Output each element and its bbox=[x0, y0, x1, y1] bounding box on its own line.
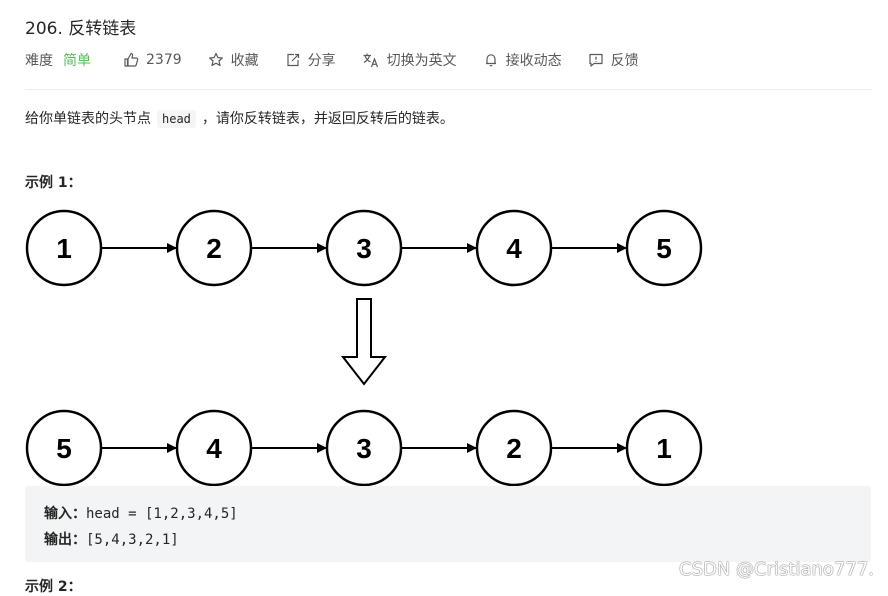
translate-icon bbox=[363, 53, 378, 68]
share-label: 分享 bbox=[307, 53, 336, 69]
bell-icon bbox=[485, 54, 496, 67]
problem-meta-bar: 难度 简单 2379 收藏 分享 切换为英文 接收动态 bbox=[25, 48, 665, 72]
divider bbox=[25, 89, 872, 90]
input-node-label-1: 1 bbox=[56, 233, 72, 264]
output-line: 输出：[5,4,3,2,1] bbox=[44, 529, 179, 549]
difficulty-label: 难度 bbox=[25, 53, 53, 69]
difficulty-value: 简单 bbox=[63, 53, 91, 69]
inline-code-head: head bbox=[157, 110, 196, 128]
feedback-button[interactable]: 反馈 bbox=[588, 50, 639, 70]
subscribe-button[interactable]: 接收动态 bbox=[483, 50, 562, 70]
output-label: 输出： bbox=[44, 532, 86, 548]
share-icon bbox=[287, 53, 299, 67]
share-button[interactable]: 分享 bbox=[285, 50, 336, 70]
feedback-icon bbox=[589, 53, 603, 67]
example-1-title: 示例 1： bbox=[25, 175, 82, 191]
star-icon bbox=[208, 52, 223, 67]
translate-label: 切换为英文 bbox=[386, 53, 457, 69]
feedback-label: 反馈 bbox=[610, 53, 639, 69]
input-label: 输入： bbox=[44, 506, 86, 522]
thumbs-up-icon bbox=[124, 52, 139, 67]
output-value: [5,4,3,2,1] bbox=[86, 532, 179, 548]
like-button[interactable]: 2379 bbox=[123, 52, 182, 68]
input-node-label-4: 4 bbox=[506, 233, 522, 264]
example-1-codeblock: 输入：head = [1,2,3,4,5] 输出：[5,4,3,2,1] bbox=[25, 486, 871, 562]
input-line: 输入：head = [1,2,3,4,5] bbox=[44, 503, 238, 523]
favorite-label: 收藏 bbox=[230, 53, 259, 69]
input-list-row: 1 2 3 4 5 bbox=[25, 209, 703, 287]
favorite-button[interactable]: 收藏 bbox=[208, 50, 259, 70]
output-list-row: 5 4 3 2 1 bbox=[25, 409, 703, 487]
input-value: head = [1,2,3,4,5] bbox=[86, 506, 238, 522]
problem-title: 206. 反转链表 bbox=[25, 19, 137, 39]
input-node-label-3: 3 bbox=[356, 233, 372, 264]
linked-list-diagram: 1 2 3 4 5 5 4 3 2 1 bbox=[25, 209, 703, 487]
input-node-5 bbox=[625, 209, 703, 287]
translate-button[interactable]: 切换为英文 bbox=[362, 50, 457, 70]
input-node-label-5: 5 bbox=[656, 233, 672, 264]
watermark: CSDN @Cristiano777. bbox=[679, 559, 874, 580]
description-text-before: 给你单链表的头节点 bbox=[25, 111, 151, 127]
input-node-label-2: 2 bbox=[206, 233, 222, 264]
output-node-label-2: 4 bbox=[206, 433, 222, 464]
output-node-label-4: 2 bbox=[506, 433, 522, 464]
like-count: 2379 bbox=[146, 52, 182, 68]
down-arrow-icon bbox=[340, 298, 388, 386]
output-node-5 bbox=[625, 409, 703, 487]
output-node-label-5: 1 bbox=[656, 433, 672, 464]
problem-description: 给你单链表的头节点 head ，请你反转链表，并返回反转后的链表。 bbox=[25, 107, 454, 131]
example-2-title: 示例 2： bbox=[25, 579, 82, 595]
output-node-label-3: 3 bbox=[356, 433, 372, 464]
output-node-label-1: 5 bbox=[56, 433, 72, 464]
subscribe-label: 接收动态 bbox=[505, 53, 562, 69]
description-text-after: ，请你反转链表，并返回反转后的链表。 bbox=[201, 111, 454, 127]
